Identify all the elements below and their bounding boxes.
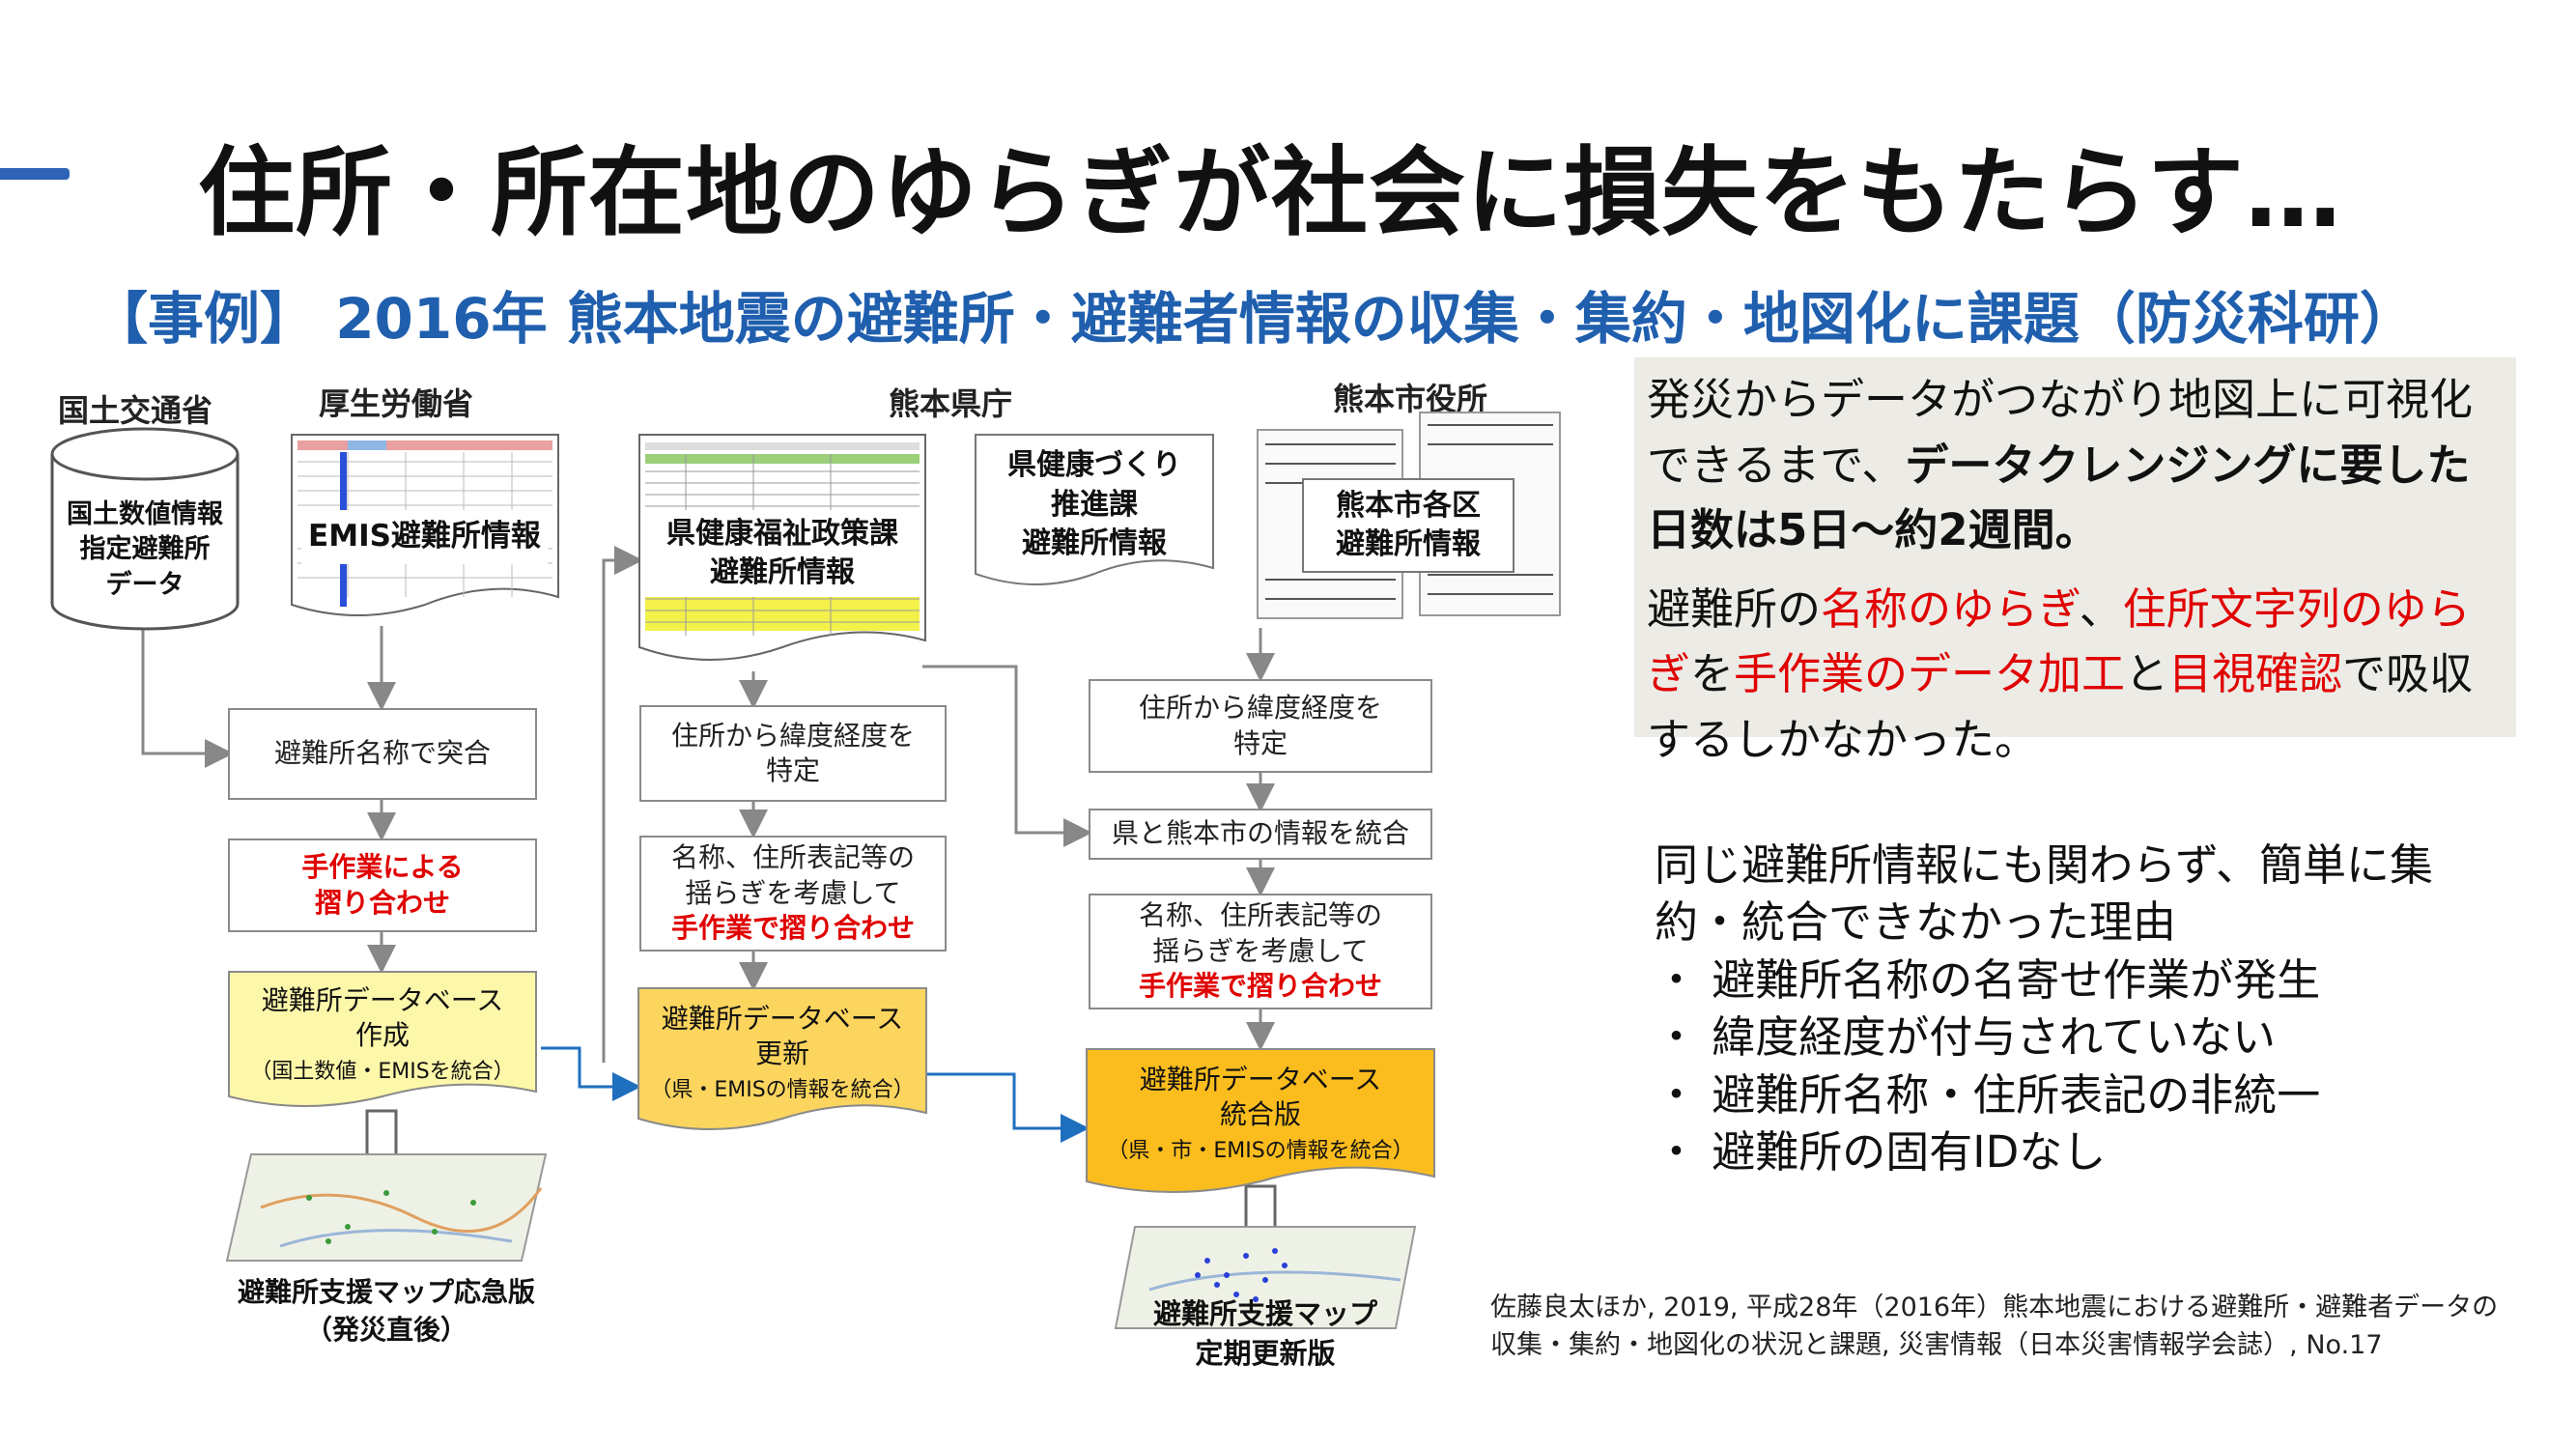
reasons-intro-line1: 同じ避難所情報にも関わらず、簡単に集 [1655,839,2433,891]
mlit-source-label: 国土数値情報 指定避難所 データ [67,499,223,600]
findings-paragraph-2: 避難所の名称のゆらぎ、住所文字列のゆらぎを手作業のデータ加工と目視確認で吸収する… [1647,582,2474,765]
db-update-box: 避難所データベース 更新 （県・EMISの情報を統合） [650,1003,915,1102]
db-merged-box: 避難所データベース 統合版 （県・市・EMISの情報を統合） [1107,1064,1414,1163]
findings-text: 発災からデータがつながり地図上に可視化できるまで、データクレンジングに要した日数… [1647,367,2511,772]
reason-item: ・ 避難所名称の名寄せ作業が発生 [1655,953,2321,1006]
findings-paragraph-1: 発災からデータがつながり地図上に可視化できるまで、データクレンジングに要した日数… [1647,374,2474,555]
reason-item: ・ 避難所の固有IDなし [1655,1125,2107,1178]
db-create-shape [228,971,537,1107]
reason-item: ・ 避難所名称・住所表記の非統一 [1655,1068,2321,1121]
emergency-map-thumbnail [225,1153,548,1262]
column-mlit: 国土交通省 [58,392,213,429]
db-create-box: 避難所データベース 作成 （国土数値・EMISを統合） [250,984,515,1084]
column-mhlw: 厚生労働省 [319,385,474,422]
db-update-shape [637,987,927,1130]
pref-welfare-source-label: 県健康福祉政策課 避難所情報 [645,510,920,597]
column-city: 熊本市役所 [1333,381,1488,417]
emergency-map-caption: 避難所支援マップ応急版 （発災直後） [237,1276,535,1347]
page-subtitle: 【事例】 2016年 熊本地震の避難所・避難者情報の収集・集約・地図化に課題（防… [92,286,2416,352]
pref-health-document-icon [975,434,1214,585]
reason-item: ・ 緯度経度が付与されていない [1655,1011,2276,1064]
reasons-list: 同じ避難所情報にも関わらず、簡単に集 約・統合できなかった理由 ・ 避難所名称の… [1655,837,2524,1180]
pref-fuzzy-match-box: 名称、住所表記等の 揺らぎを考慮して 手作業で摺り合わせ [639,836,947,952]
periodic-map-caption: 避難所支援マップ 定期更新版 [1152,1297,1377,1370]
title-accent-bar [0,168,70,180]
merge-pref-city-box: 県と熊本市の情報を統合 [1089,809,1432,860]
findings-panel [1634,357,2516,737]
citation: 佐藤良太ほか, 2019, 平成28年（2016年）熊本地震における避難所・避難… [1490,1293,2499,1361]
db-merged-shape [1086,1048,1435,1193]
city-geocode-box: 住所から緯度経度を 特定 [1089,679,1432,773]
periodic-map-thumbnail [1114,1226,1417,1329]
city-wards-source-label: 熊本市各区 避難所情報 [1302,478,1514,573]
pref-geocode-box: 住所から緯度経度を 特定 [639,705,947,802]
city-fuzzy-match-box: 名称、住所表記等の 揺らぎを考慮して 手作業で摺り合わせ [1089,894,1432,1009]
match-by-name-box: 避難所名称で突合 [228,708,537,800]
page-title: 住所・所在地のゆらぎが社会に損失をもたらす… [198,136,2342,249]
manual-match-box: 手作業による 摺り合わせ [228,838,537,932]
column-pref: 熊本県庁 [889,385,1013,422]
pref-health-source-label: 県健康づくり 推進課 避難所情報 [1007,448,1181,560]
reasons-intro-line2: 約・統合できなかった理由 [1655,896,2177,949]
database-cylinder-icon [50,427,240,631]
emis-source-label: EMIS避難所情報 [301,510,548,564]
